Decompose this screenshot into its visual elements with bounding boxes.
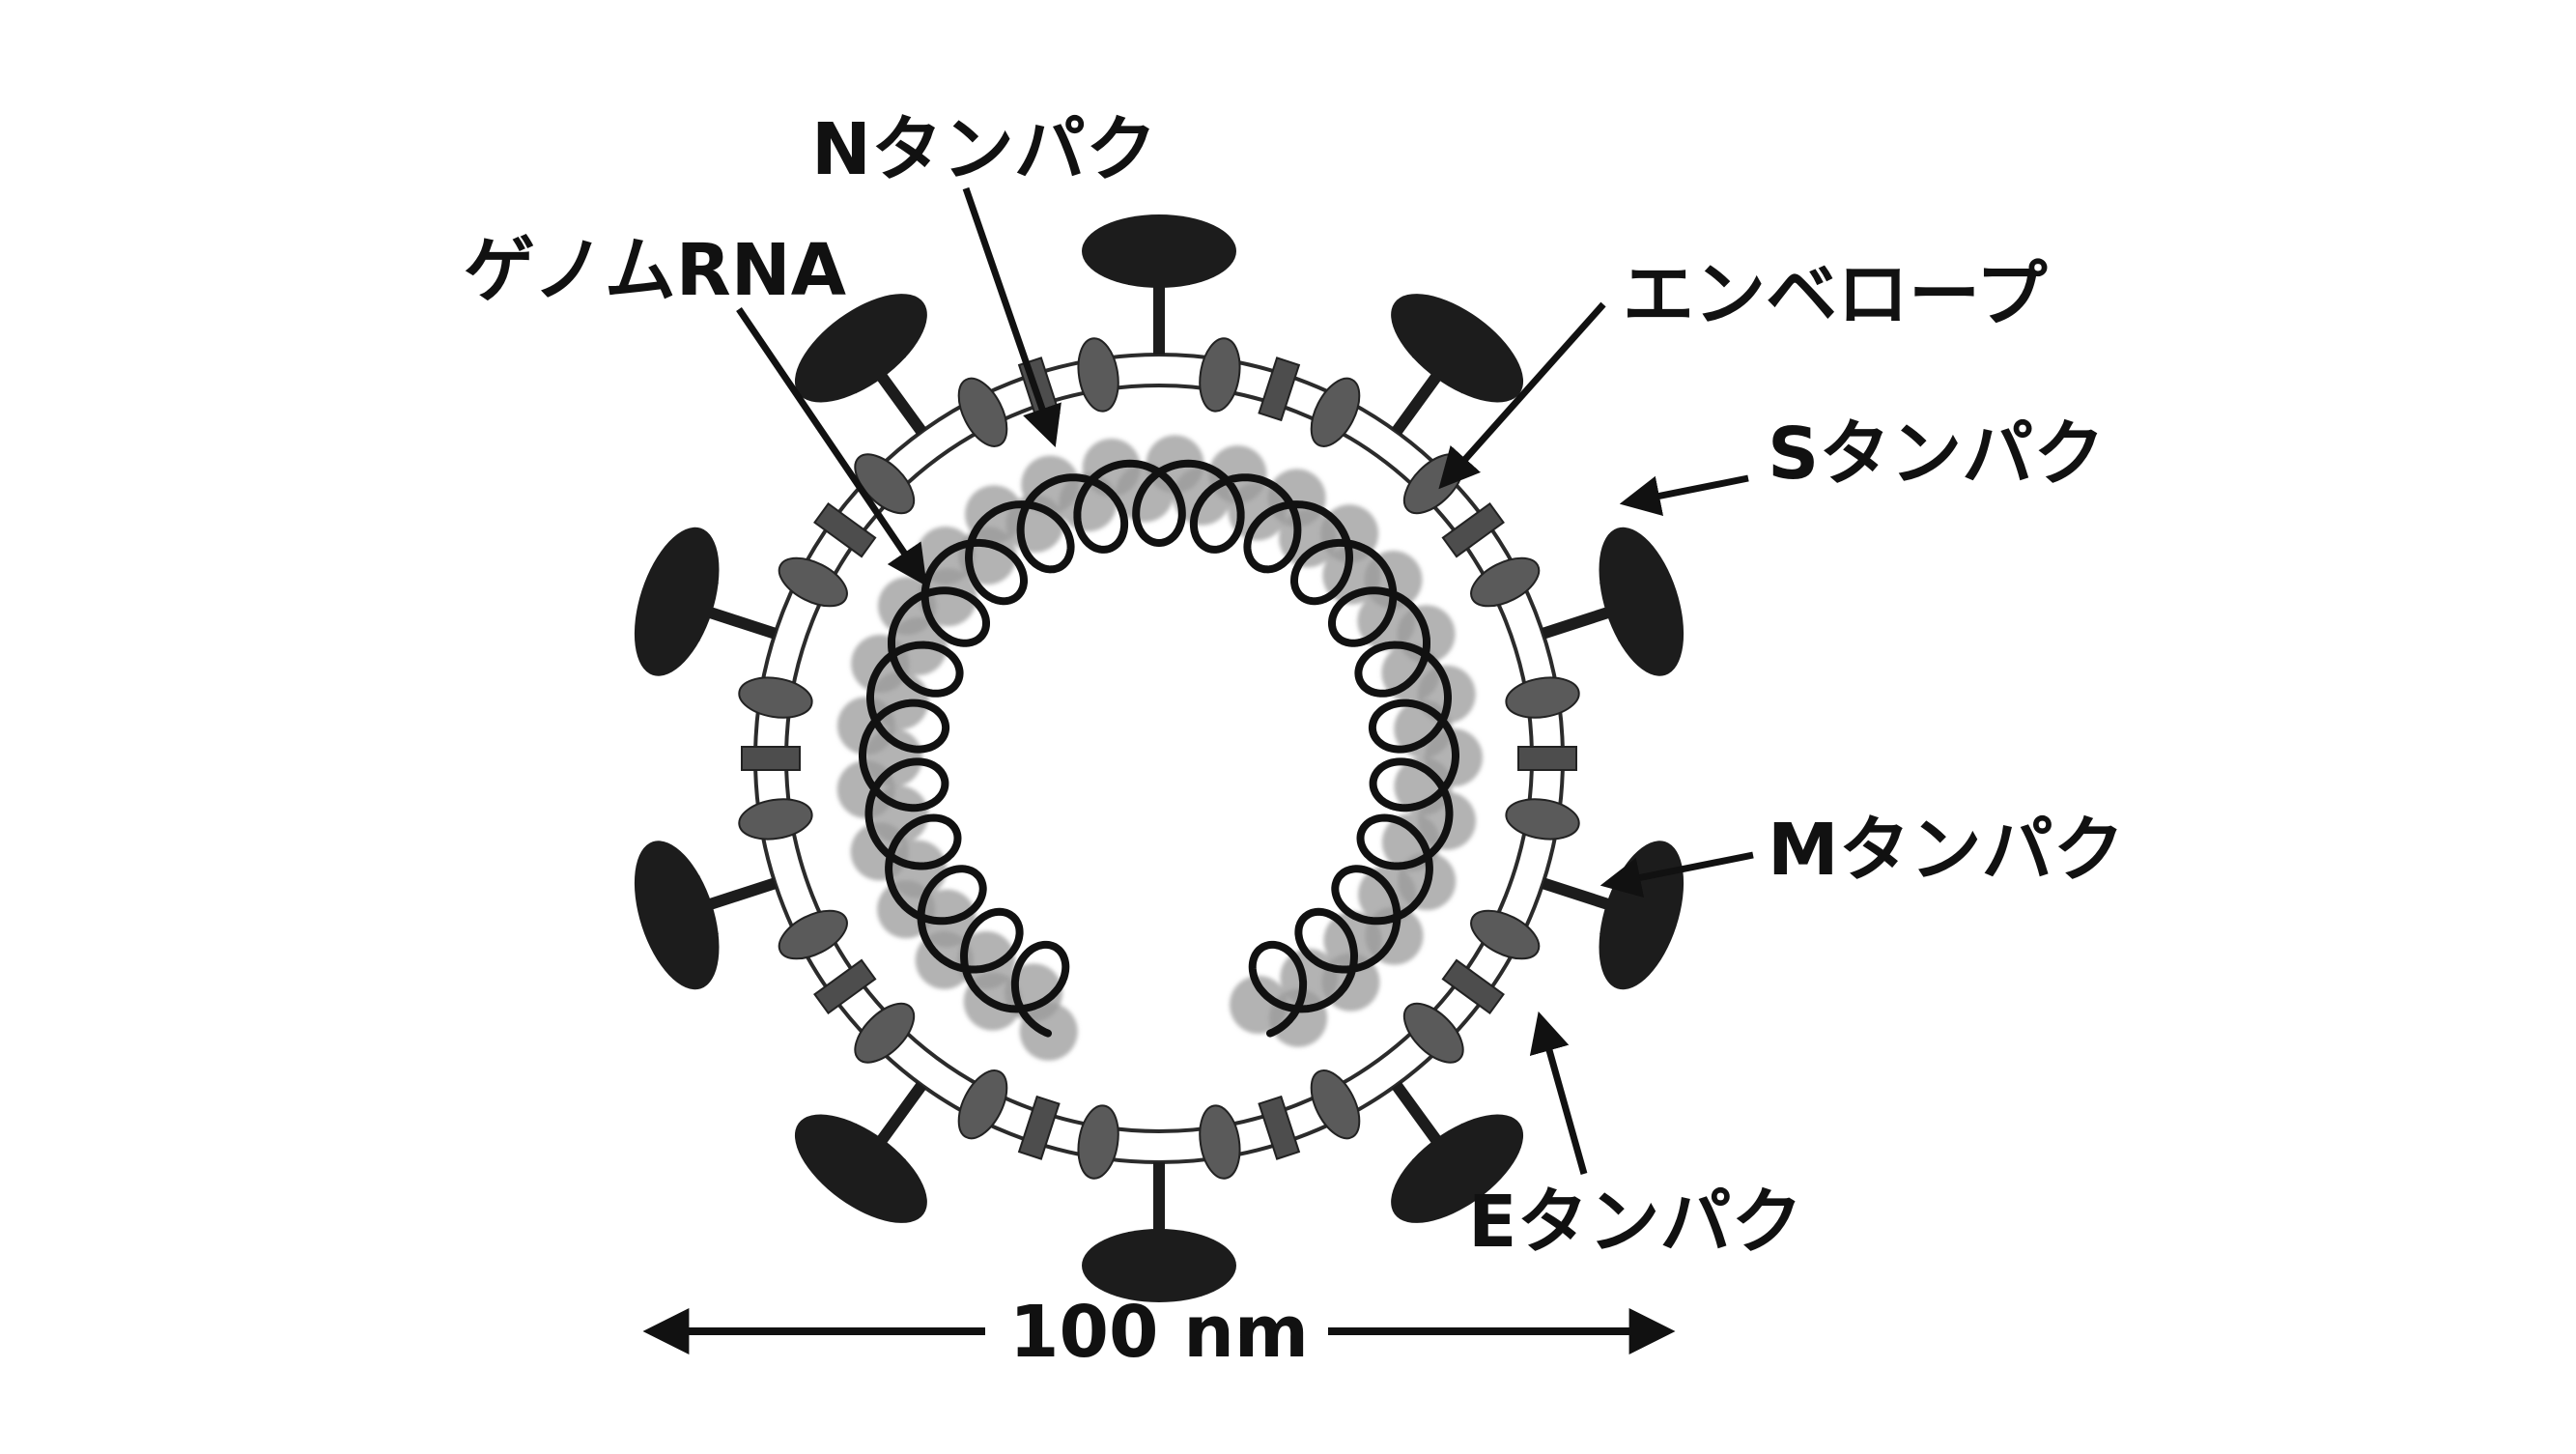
m-protein bbox=[1505, 676, 1580, 719]
m-protein bbox=[1402, 453, 1464, 515]
m-protein bbox=[957, 1069, 1008, 1140]
n-protein-label: Nタンパク bbox=[811, 108, 1157, 191]
n-protein bbox=[957, 930, 1016, 989]
e-protein bbox=[741, 746, 801, 771]
m-protein bbox=[1402, 1002, 1464, 1064]
m-protein bbox=[738, 798, 813, 841]
m-protein bbox=[778, 556, 848, 608]
scale-bar-label: 100 nm bbox=[1009, 1291, 1309, 1374]
m-protein bbox=[1470, 909, 1541, 960]
m-protein bbox=[1505, 798, 1580, 841]
spike-protein bbox=[794, 294, 927, 436]
m-protein bbox=[1077, 1104, 1119, 1180]
genome-rna-coil bbox=[859, 459, 1459, 1038]
spike-protein bbox=[794, 1081, 927, 1223]
spike-protein bbox=[1391, 294, 1524, 436]
s-protein-label: Sタンパク bbox=[1768, 413, 2105, 496]
m-protein bbox=[778, 909, 848, 960]
e-protein bbox=[813, 958, 877, 1015]
m-protein bbox=[1077, 337, 1119, 413]
m-protein bbox=[957, 377, 1008, 447]
s-protein-arrow bbox=[1619, 474, 1749, 517]
m-protein bbox=[1199, 1104, 1241, 1180]
e-protein bbox=[1441, 958, 1505, 1015]
m-protein-arrow bbox=[1599, 851, 1754, 898]
spike-protein bbox=[1541, 841, 1684, 990]
m-protein bbox=[854, 453, 916, 515]
spike-protein bbox=[1541, 527, 1684, 676]
genome-rna-arrow bbox=[736, 307, 927, 586]
e-protein bbox=[1258, 356, 1301, 422]
m-protein bbox=[738, 676, 813, 719]
e-protein bbox=[1258, 1095, 1301, 1160]
m-protein bbox=[1310, 377, 1361, 447]
envelope-label: エンベロープ bbox=[1623, 253, 2048, 336]
envelope-arrow bbox=[1438, 301, 1606, 490]
n-protein-arrow bbox=[962, 186, 1062, 447]
m-protein bbox=[854, 1002, 916, 1064]
spike-protein bbox=[1391, 1081, 1524, 1223]
spike-protein bbox=[634, 841, 778, 990]
e-protein bbox=[1517, 746, 1577, 771]
m-protein-label: Mタンパク bbox=[1768, 809, 2125, 892]
e-protein bbox=[1441, 501, 1505, 558]
m-protein bbox=[1310, 1069, 1361, 1140]
spike-protein bbox=[1082, 1162, 1236, 1302]
e-protein bbox=[1017, 1095, 1061, 1160]
membrane-proteins bbox=[738, 337, 1580, 1180]
spike-protein bbox=[1082, 214, 1236, 355]
m-protein bbox=[1199, 337, 1241, 413]
n-protein bbox=[1230, 975, 1288, 1034]
spike-proteins bbox=[634, 214, 1684, 1302]
m-protein bbox=[1470, 556, 1541, 608]
e-protein-label: Eタンパク bbox=[1468, 1181, 1803, 1264]
e-protein bbox=[813, 501, 877, 558]
genome-rna-label: ゲノムRNA bbox=[464, 229, 846, 312]
n-protein bbox=[919, 568, 977, 627]
spike-protein bbox=[634, 527, 778, 676]
e-protein-arrow bbox=[1529, 1011, 1588, 1175]
